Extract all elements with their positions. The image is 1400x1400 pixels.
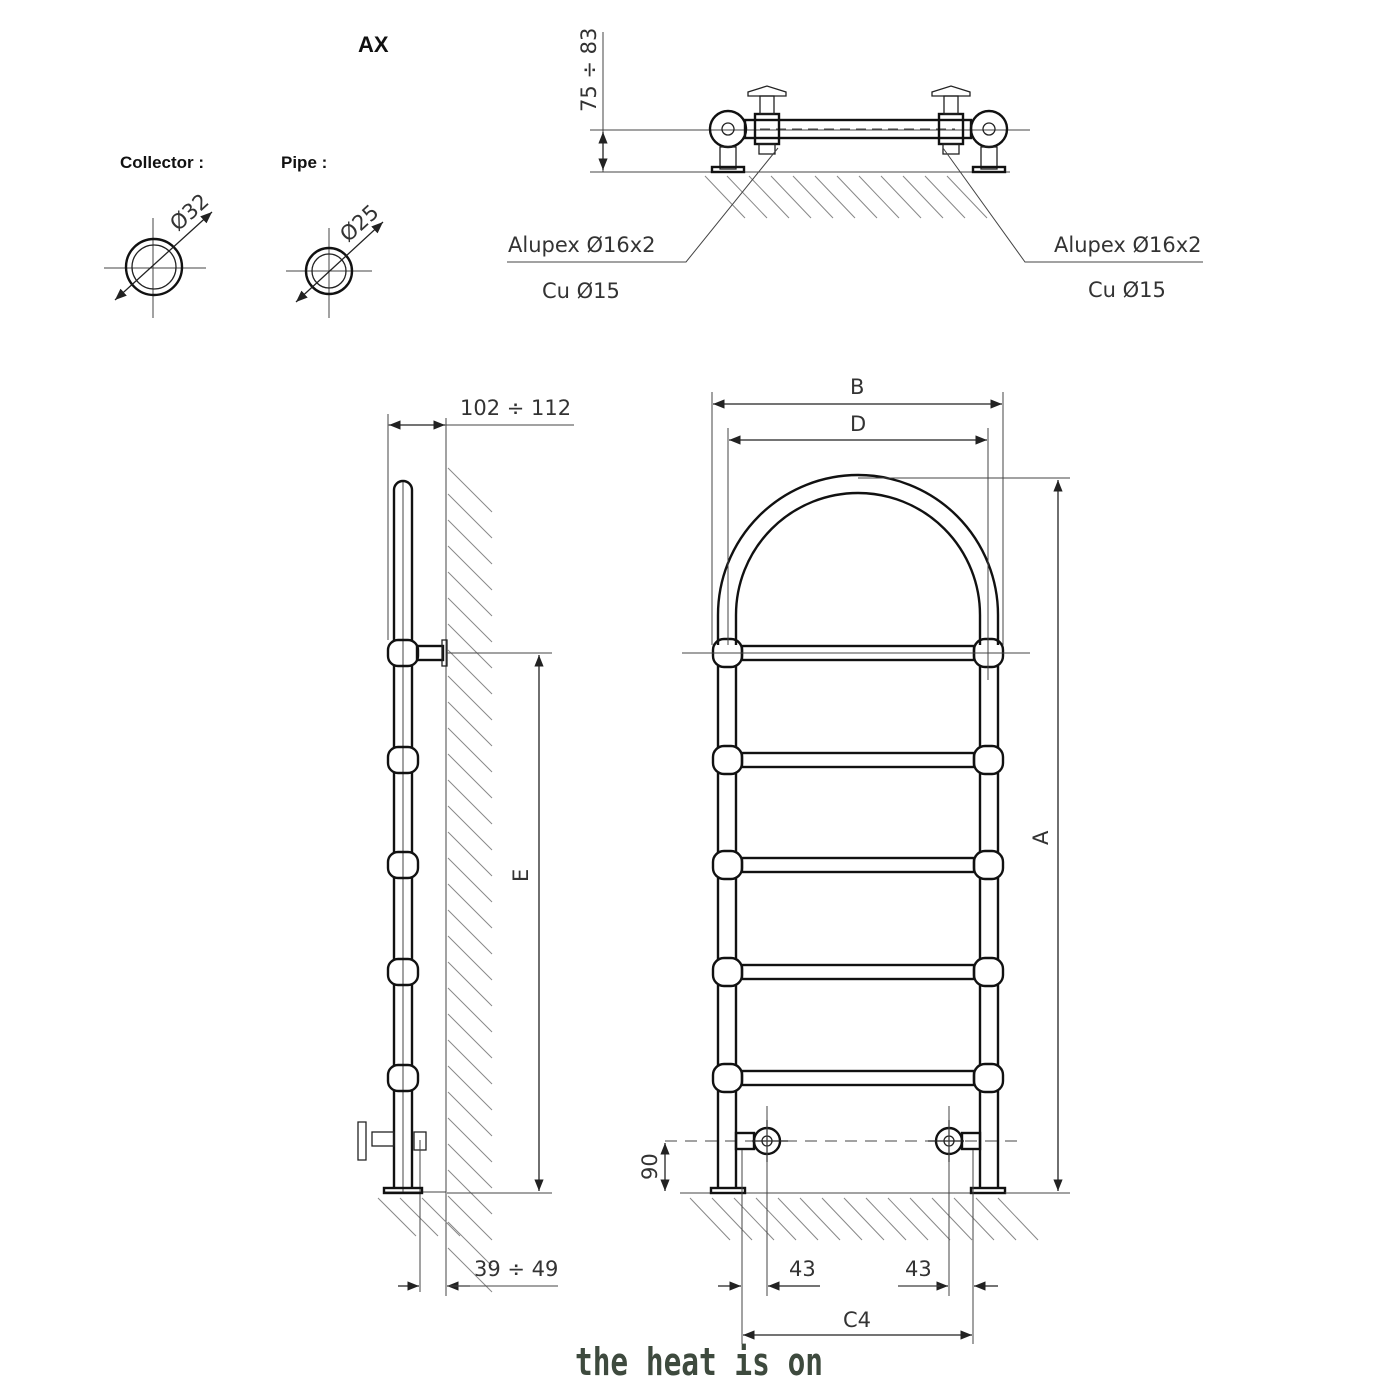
- floor-offset-dim: 39 ÷ 49: [474, 1257, 558, 1281]
- left-alupex-label: Alupex Ø16x2: [508, 233, 656, 257]
- b-dim: B: [850, 375, 864, 399]
- top-view: 75 ÷ 83: [507, 28, 1203, 263]
- pipe-section: Pipe : Ø25: [281, 153, 383, 318]
- pipe-label: Pipe :: [281, 153, 327, 172]
- right-43-dim: 43: [905, 1257, 932, 1281]
- right-alupex-label: Alupex Ø16x2: [1054, 233, 1202, 257]
- c4-dim: C4: [843, 1308, 871, 1332]
- wall-distance-dim: 102 ÷ 112: [460, 396, 571, 420]
- model-title: AX: [358, 32, 389, 57]
- floor-hatch-front: [689, 1197, 1039, 1241]
- left-43-dim: 43: [789, 1257, 816, 1281]
- collector-label: Collector :: [120, 153, 204, 172]
- d-dim: D: [850, 412, 866, 436]
- left-cu-label: Cu Ø15: [542, 279, 620, 303]
- floor-hatch-top: [704, 175, 988, 219]
- collector-diameter: Ø32: [165, 189, 213, 236]
- right-cu-label: Cu Ø15: [1088, 278, 1166, 302]
- wall-hatch: [447, 467, 493, 1293]
- pipe-diameter: Ø25: [335, 200, 383, 247]
- brand-logo: the heat is on: [575, 1340, 823, 1384]
- collector-section: Collector : Ø32: [104, 153, 213, 318]
- floor-hatch-side: [377, 1197, 461, 1237]
- front-view: [660, 392, 1070, 1344]
- valve-height-dim: 75 ÷ 83: [577, 28, 601, 112]
- e-dim: E: [509, 869, 533, 882]
- a-dim: A: [1029, 830, 1053, 845]
- side-view: [357, 414, 574, 1296]
- h90-dim: 90: [638, 1153, 662, 1180]
